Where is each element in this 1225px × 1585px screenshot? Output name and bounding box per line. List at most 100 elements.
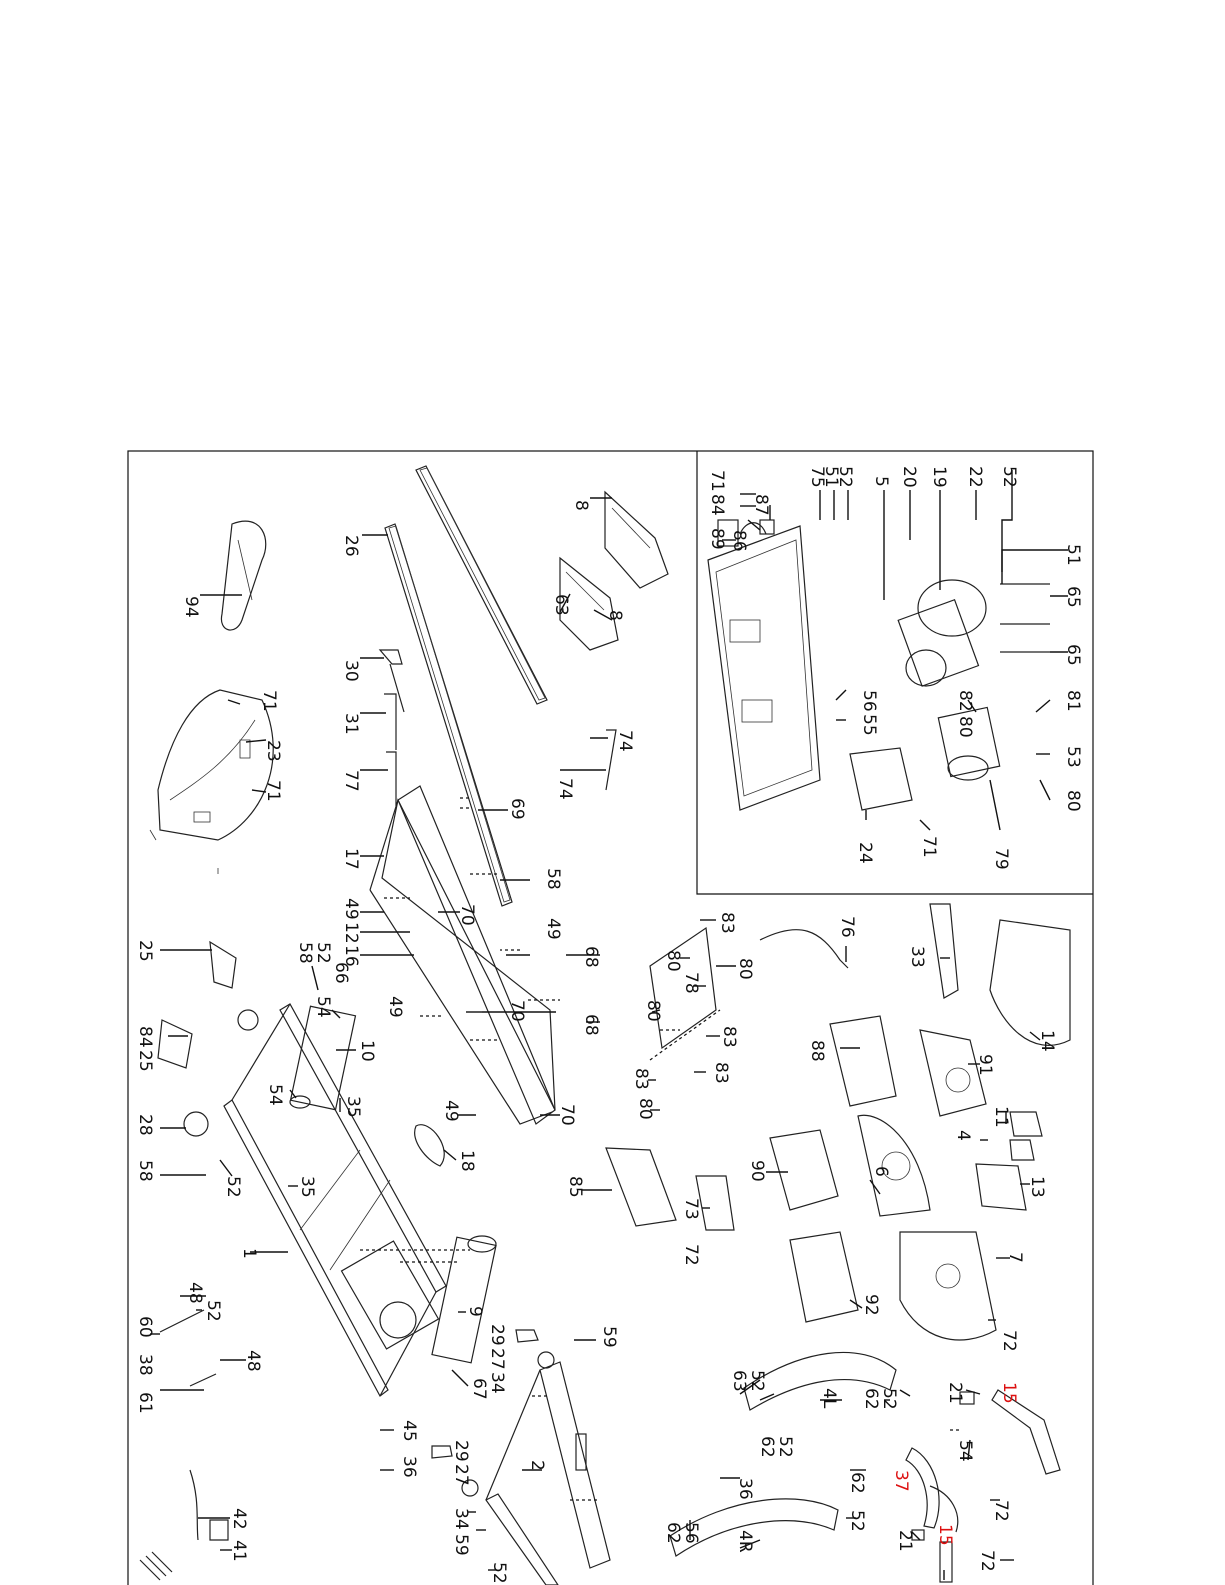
label-76: 76 bbox=[837, 916, 857, 938]
part-14-cover bbox=[989, 919, 1071, 1046]
part-74-bracket bbox=[605, 729, 617, 791]
label-9: 9 bbox=[465, 1306, 485, 1317]
part-28b-wheel bbox=[237, 1009, 259, 1031]
label-80a: 80 bbox=[663, 950, 683, 972]
label-33: 33 bbox=[907, 946, 927, 968]
inset-label-87: 87 bbox=[751, 494, 771, 516]
inset-label-51a: 51 bbox=[821, 466, 841, 488]
label-59b: 59 bbox=[451, 1534, 471, 1556]
label-83c: 83 bbox=[711, 1062, 731, 1084]
label-17: 17 bbox=[341, 848, 361, 870]
label-35b: 35 bbox=[297, 1176, 317, 1198]
label-70c: 70 bbox=[557, 1104, 577, 1126]
label-2: 2 bbox=[527, 1460, 547, 1471]
inset-label-75: 75 bbox=[807, 466, 827, 488]
part-37-handlebar bbox=[905, 1447, 959, 1533]
label-25a: 25 bbox=[135, 940, 155, 962]
part-94-rail-cap bbox=[220, 520, 267, 631]
label-31: 31 bbox=[341, 713, 361, 735]
label-52e: 52 bbox=[747, 1370, 767, 1392]
label-36a: 36 bbox=[399, 1456, 419, 1478]
label-72b: 72 bbox=[999, 1330, 1019, 1352]
label-29b: 29 bbox=[451, 1440, 471, 1462]
label-34b: 34 bbox=[451, 1508, 471, 1530]
label-36b: 36 bbox=[735, 1478, 755, 1500]
label-52a: 52 bbox=[313, 942, 333, 964]
label-63b: 63 bbox=[729, 1370, 749, 1392]
label-80d: 80 bbox=[635, 1098, 655, 1120]
part-25-cover bbox=[209, 940, 237, 989]
label-21b: 21 bbox=[895, 1530, 915, 1552]
inset-label-52a: 52 bbox=[835, 466, 855, 488]
label-48b: 48 bbox=[243, 1350, 263, 1372]
label-59a: 59 bbox=[599, 1326, 619, 1348]
label-83d: 83 bbox=[631, 1068, 651, 1090]
part-number-labels: 94 26 8 63 8 30 31 77 71 23 71 74 74 17 … bbox=[135, 500, 1057, 1584]
inset-label-24: 24 bbox=[855, 842, 875, 864]
label-61: 61 bbox=[135, 1392, 155, 1414]
label-85: 85 bbox=[565, 1176, 585, 1198]
label-28: 28 bbox=[135, 1114, 155, 1136]
part-15-grips bbox=[911, 1389, 1061, 1583]
inset-label-5: 5 bbox=[871, 476, 891, 487]
label-34a: 34 bbox=[487, 1372, 507, 1394]
label-92: 92 bbox=[861, 1294, 881, 1316]
label-52h: 52 bbox=[847, 1510, 867, 1532]
inset-label-51b: 51 bbox=[1063, 544, 1083, 566]
inset-label-22: 22 bbox=[965, 466, 985, 488]
label-54a: 54 bbox=[313, 996, 333, 1018]
label-42: 42 bbox=[229, 1508, 249, 1530]
part-29-foot-lower bbox=[431, 1445, 453, 1459]
label-49c: 49 bbox=[385, 996, 405, 1018]
label-21a: 21 bbox=[945, 1382, 965, 1404]
assembly-guide-lines bbox=[360, 797, 960, 1501]
label-66: 66 bbox=[331, 962, 351, 984]
label-68b: 68 bbox=[581, 1014, 601, 1036]
label-45: 45 bbox=[399, 1420, 419, 1442]
label-91: 91 bbox=[975, 1054, 995, 1076]
label-27b: 27 bbox=[451, 1464, 471, 1486]
part-29-foot-upper bbox=[515, 1329, 539, 1343]
inset-label-81: 81 bbox=[1063, 690, 1083, 712]
label-52f: 52 bbox=[879, 1388, 899, 1410]
label-69: 69 bbox=[507, 798, 527, 820]
label-49d: 49 bbox=[441, 1100, 461, 1122]
inset-label-86: 86 bbox=[729, 530, 749, 552]
label-60: 60 bbox=[135, 1316, 155, 1338]
label-68a: 68 bbox=[581, 946, 601, 968]
inset-label-56: 56 bbox=[859, 690, 879, 712]
label-62b: 62 bbox=[757, 1436, 777, 1458]
part-42-41-cables bbox=[139, 1469, 229, 1581]
label-74a: 74 bbox=[615, 730, 635, 752]
part-25b-foot bbox=[157, 1019, 193, 1069]
label-71a: 71 bbox=[259, 690, 279, 712]
part-23-motor-hood bbox=[149, 689, 274, 874]
label-4R: 4R bbox=[735, 1530, 755, 1553]
inset-label-19: 19 bbox=[929, 466, 949, 488]
label-37: 37 bbox=[891, 1470, 911, 1492]
part-28-wheel bbox=[183, 1111, 209, 1137]
leader-lines bbox=[150, 470, 1068, 1580]
inset-border bbox=[696, 451, 1093, 895]
inset-label-53: 53 bbox=[1063, 746, 1083, 768]
label-94: 94 bbox=[181, 596, 201, 618]
label-30: 30 bbox=[341, 660, 361, 682]
inset-label-65b: 65 bbox=[1063, 644, 1083, 666]
label-88: 88 bbox=[807, 1040, 827, 1062]
part-17-deck bbox=[369, 785, 556, 1125]
label-12: 12 bbox=[341, 922, 361, 944]
inset-label-79: 79 bbox=[991, 848, 1011, 870]
label-8b: 8 bbox=[605, 610, 625, 621]
inset-label-82: 82 bbox=[955, 690, 975, 712]
part-1-main-frame bbox=[223, 1003, 447, 1397]
label-52c: 52 bbox=[203, 1300, 223, 1322]
part-33-tray bbox=[929, 903, 959, 999]
inset-label-71: 71 bbox=[707, 470, 727, 492]
label-41: 41 bbox=[229, 1540, 249, 1562]
part-8-63-front-covers bbox=[559, 490, 669, 651]
part-2-base-frame bbox=[485, 1361, 611, 1585]
label-80c: 80 bbox=[643, 1000, 663, 1022]
label-84a: 84 bbox=[135, 1026, 155, 1048]
inset-part-labels: 71 84 89 86 87 75 51 52 5 20 19 22 52 51… bbox=[707, 466, 1083, 870]
